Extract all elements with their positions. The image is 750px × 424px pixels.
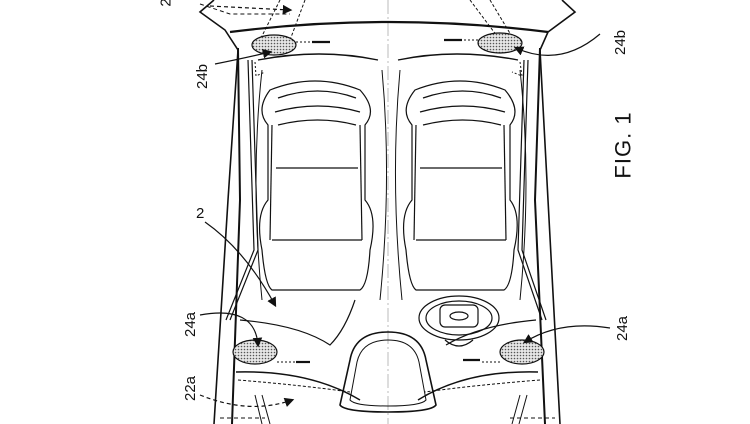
label-24b-right: 24b bbox=[612, 29, 630, 56]
speaker-24a-left bbox=[232, 339, 278, 365]
figure-title: FIG. 1 bbox=[610, 111, 636, 179]
label-24a-left: 24a bbox=[182, 311, 200, 338]
speaker-24a-right bbox=[499, 339, 545, 365]
connectors bbox=[277, 38, 500, 364]
door-trim bbox=[255, 69, 527, 301]
label-top-cut: 2 bbox=[157, 0, 175, 7]
left-seat bbox=[258, 80, 374, 291]
right-seat bbox=[402, 80, 518, 291]
label-24b-left: 24b bbox=[194, 63, 212, 90]
front-ducts bbox=[220, 371, 555, 424]
label-24a-right: 24a bbox=[614, 315, 632, 342]
speaker-24b-right bbox=[477, 32, 523, 54]
leader-lines bbox=[199, 4, 611, 407]
label-vehicle: 2 bbox=[196, 205, 205, 222]
steering-wheel bbox=[418, 295, 500, 347]
label-22a: 22a bbox=[182, 375, 200, 402]
speaker-24b-left bbox=[251, 34, 297, 56]
